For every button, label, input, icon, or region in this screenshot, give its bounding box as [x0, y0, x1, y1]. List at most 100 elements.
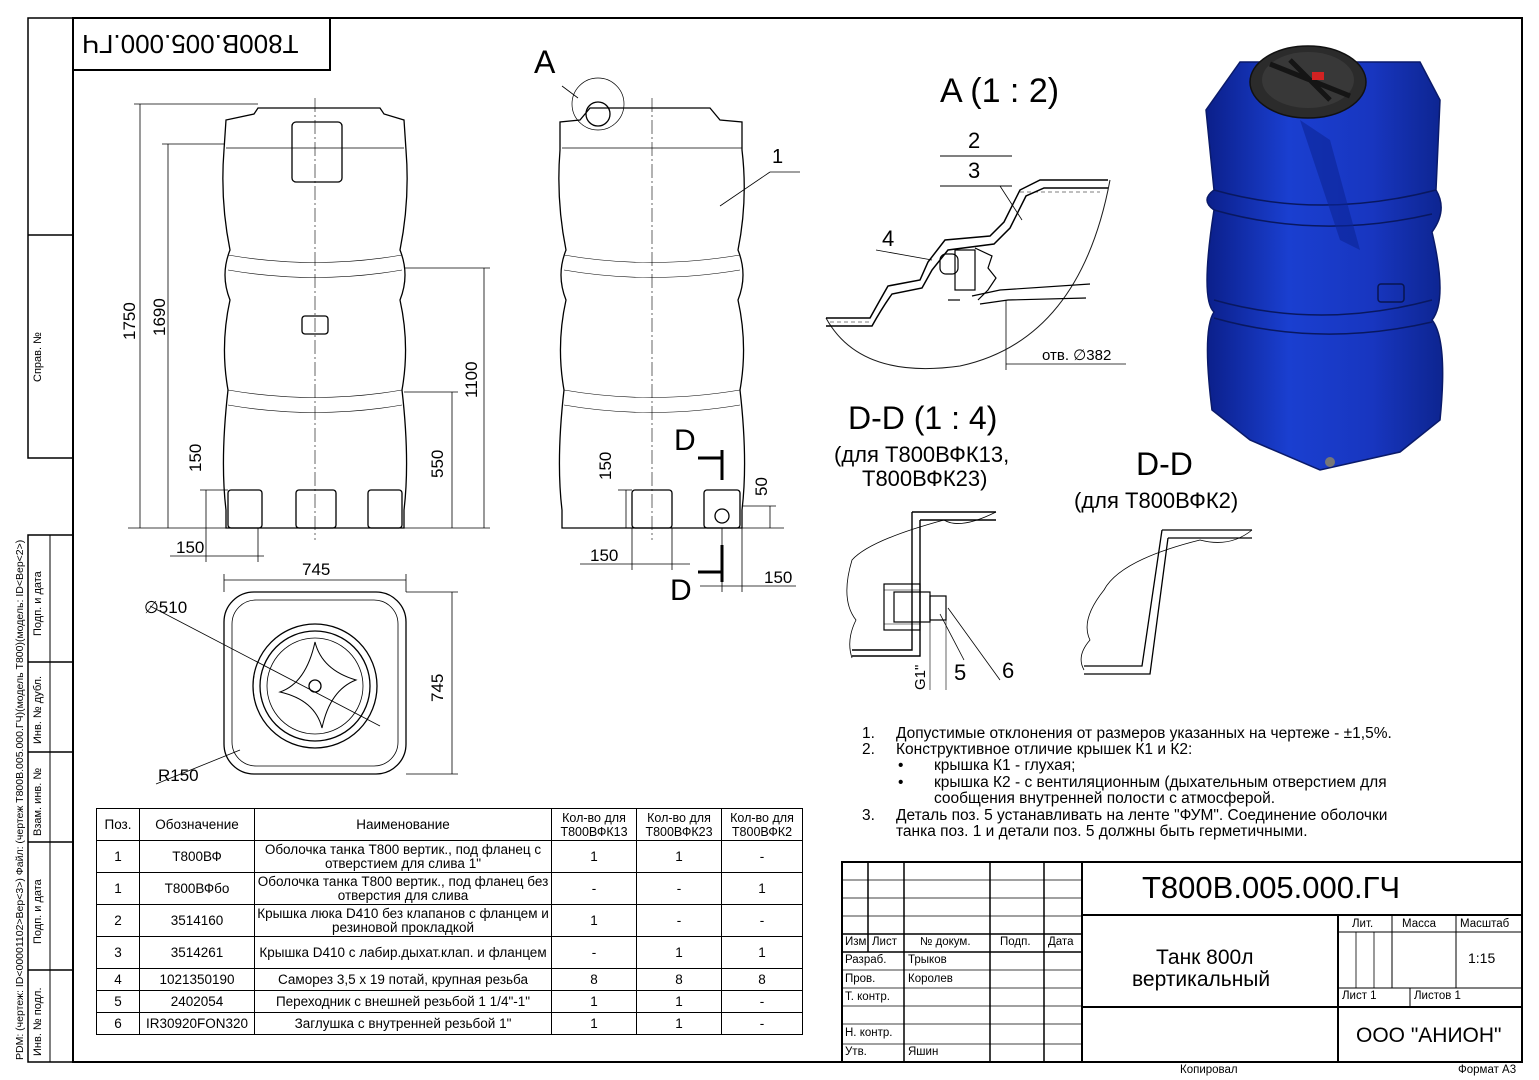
tb-n-kontr: Н. контр. [845, 1027, 893, 1039]
th-k2: Кол-во для Т800ВФК2 [721, 808, 803, 841]
section-dd-2 [1080, 529, 1253, 675]
strip-inv-podl: Инв. № подл. [32, 987, 44, 1056]
cell: 1 [721, 872, 803, 905]
tb-utv: Утв. [845, 1046, 867, 1058]
detail-a-hole: отв. ∅382 [1042, 347, 1112, 364]
note-line: • [898, 774, 904, 791]
section-dd1-sub1: (для Т800ВФК13, [834, 442, 1010, 467]
table-row: 1 Т800ВФбо Оболочка танка Т800 вертик., … [96, 872, 803, 905]
section-dd2-title: D-D [1136, 446, 1193, 482]
tb-izm: Изм [845, 936, 867, 948]
tb-list: Лист [872, 936, 897, 948]
cell: 1 [636, 840, 722, 873]
cell: 1 [636, 1012, 722, 1035]
cell: Саморез 3,5 х 19 потай, крупная резьба [254, 968, 552, 991]
cell: 5 [96, 990, 140, 1013]
tb-name-2: вертикальный [1132, 968, 1271, 991]
cell: - [551, 872, 637, 905]
note-line: 1. [862, 725, 875, 742]
cell: Крышка D410 с лабир.дыхат.клап. и фланце… [254, 936, 552, 969]
note-line: крышка К2 - с вентиляционным (дыхательны… [934, 774, 1387, 791]
cell: 8 [721, 968, 803, 991]
detail-a-pos-3: 3 [968, 158, 981, 183]
note-line: • [898, 757, 904, 774]
tb-company: ООО "АНИОН" [1356, 1024, 1502, 1047]
tb-prov: Пров. [845, 973, 876, 985]
cell: - [636, 872, 722, 905]
dim-50: 50 [752, 477, 771, 496]
cell: 1 [551, 904, 637, 937]
table-row: 2 3514160 Крышка люка D410 без клапанов … [96, 904, 803, 937]
cell: 1 [551, 840, 637, 873]
cell: 1 [636, 936, 722, 969]
dim-d510: ∅510 [144, 598, 188, 617]
section-dd1-thread: G1" [912, 664, 929, 690]
cell: Переходник с внешней резьбой 1 1/4"-1" [254, 990, 552, 1013]
cell: 1 [96, 872, 140, 905]
cell: - [636, 904, 722, 937]
spec-table: Поз. Обозначение Наименование Кол-во для… [96, 808, 803, 1035]
tb-podp: Подп. [1000, 936, 1031, 948]
tb-utv-name: Яшин [908, 1046, 939, 1058]
tb-t-kontr: Т. контр. [845, 991, 890, 1003]
strip-podp-data-2: Подп. и дата [32, 879, 44, 944]
tank-3d-render [1205, 45, 1444, 471]
cell: - [721, 904, 803, 937]
cell: Т800ВФбо [139, 872, 255, 905]
note-line: танка поз. 1 и детали поз. 5 должны быть… [896, 823, 1308, 840]
cell: 8 [636, 968, 722, 991]
dim-745-h: 745 [428, 673, 447, 702]
table-row: 3 3514261 Крышка D410 с лабир.дыхат.клап… [96, 936, 803, 969]
tb-scale: 1:15 [1468, 950, 1496, 966]
note-line: 3. [862, 807, 875, 824]
cell: IR30920FON320 [139, 1012, 255, 1035]
dim-150-side-r: 150 [764, 568, 793, 587]
side-dims [561, 77, 800, 592]
note-line: Деталь поз. 5 устанавливать на ленте "ФУ… [896, 807, 1388, 824]
tb-data: Дата [1048, 936, 1074, 948]
cell: 1 [551, 1012, 637, 1035]
stamp-box [72, 17, 331, 71]
cell: Крышка люка D410 без клапанов с фланцем … [254, 904, 552, 937]
pos-1: 1 [772, 146, 784, 168]
strip-sprav: Справ. № [32, 332, 44, 382]
cell: Оболочка танка Т800 вертик., под фланец … [254, 872, 552, 905]
tb-format: Формат А3 [1458, 1064, 1517, 1076]
cell: 1 [551, 990, 637, 1013]
detail-a-title: A (1 : 2) [940, 72, 1060, 110]
table-row: 5 2402054 Переходник с внешней резьбой 1… [96, 990, 803, 1013]
tb-dokum: № докум. [920, 936, 971, 948]
note-line: Конструктивное отличие крышек К1 и К2: [896, 741, 1193, 758]
cell: 3514261 [139, 936, 255, 969]
dim-150-front-h: 150 [176, 538, 205, 557]
stamp-mirrored: Т800В.005.000.ГЧ [82, 29, 299, 59]
detail-a-pos-2: 2 [968, 128, 981, 153]
top-view [149, 574, 458, 785]
tb-massa: Масса [1402, 918, 1437, 930]
tb-masshtab: Масштаб [1460, 918, 1510, 930]
cut-d-top: D [674, 424, 696, 457]
note-line: Допустимые отклонения от размеров указан… [896, 725, 1392, 742]
tb-name-1: Танк 800л [1156, 946, 1254, 969]
note-line: 2. [862, 741, 875, 758]
table-row: 4 1021350190 Саморез 3,5 х 19 потай, кру… [96, 968, 803, 991]
front-dims [128, 103, 490, 562]
cell: 4 [96, 968, 140, 991]
cell: Оболочка танка Т800 вертик., под фланец … [254, 840, 552, 873]
cell: 6 [96, 1012, 140, 1035]
dim-150-side-v: 150 [596, 451, 615, 480]
tb-prov-name: Королев [908, 973, 953, 985]
th-oboz: Обозначение [139, 808, 255, 841]
cell: Заглушка с внутренней резьбой 1" [254, 1012, 552, 1035]
dim-1690: 1690 [150, 298, 169, 336]
detail-a-pos-4: 4 [882, 226, 895, 251]
cell: - [721, 1012, 803, 1035]
table-header-row: Поз. Обозначение Наименование Кол-во для… [96, 808, 803, 841]
dim-1750: 1750 [120, 302, 139, 340]
th-k13: Кол-во для Т800ВФК13 [551, 808, 637, 841]
th-naim: Наименование [254, 808, 552, 841]
cell: - [721, 840, 803, 873]
detail-a [825, 155, 1126, 370]
cell: 1021350190 [139, 968, 255, 991]
left-top-strip [27, 17, 74, 459]
